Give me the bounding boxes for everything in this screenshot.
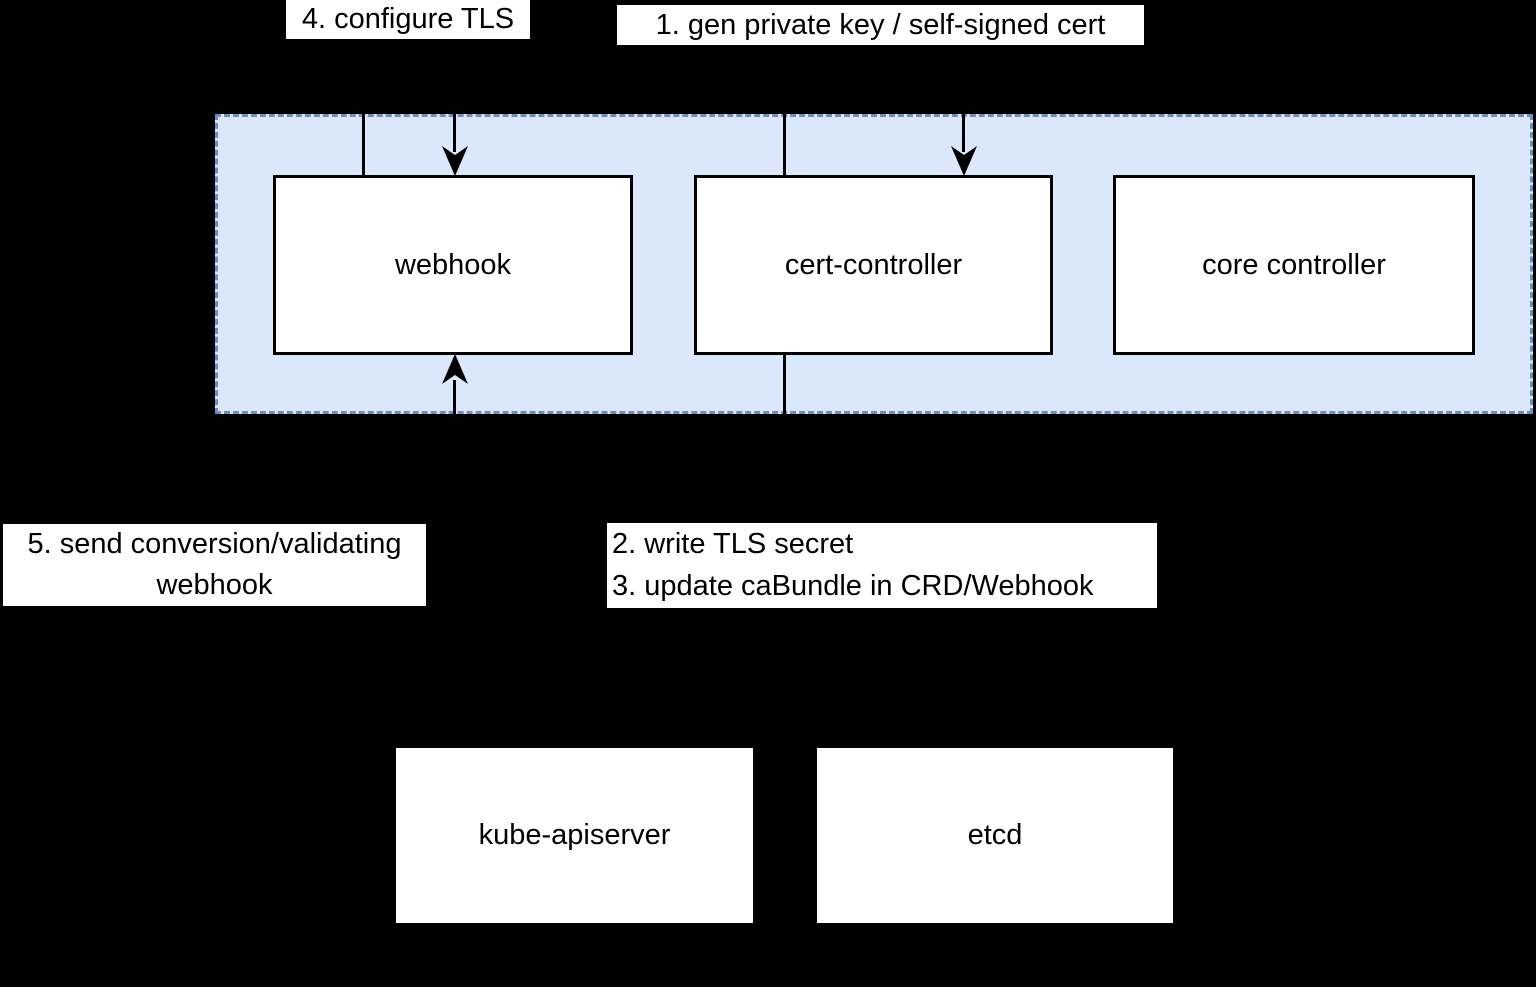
label-step5-line1: 5. send conversion/validating: [27, 528, 402, 560]
label-steps23-write-secret-cabundle: 2. write TLS secret 3. update caBundle i…: [607, 523, 1157, 608]
label-step5-line2: webhook: [156, 569, 273, 601]
edge-step1-to-cert-controller-line: [962, 112, 965, 152]
label-step4-configure-tls: 4. configure TLS: [286, 0, 530, 39]
edge-step4-to-webhook-line: [453, 112, 456, 152]
arrowhead-down-into-webhook-icon: [442, 146, 468, 176]
node-cert-controller: cert-controller: [694, 175, 1053, 355]
arrowhead-up-into-webhook-icon: [442, 354, 468, 384]
node-etcd: etcd: [817, 748, 1173, 923]
label-step1-gen-key-cert: 1. gen private key / self-signed cert: [617, 5, 1144, 45]
edge-kube-apiserver-to-webhook-line: [453, 380, 456, 415]
node-core-controller: core controller: [1113, 175, 1475, 355]
label-step2-line: 2. write TLS secret: [612, 528, 854, 560]
edge-cert-controller-to-apiserver-line: [783, 353, 786, 415]
node-kube-apiserver-label: kube-apiserver: [478, 819, 671, 852]
edge-cert-controller-to-step1-line: [783, 112, 786, 176]
node-kube-apiserver: kube-apiserver: [396, 748, 753, 923]
node-cert-controller-label: cert-controller: [784, 248, 963, 281]
label-step5-send-webhook: 5. send conversion/validating webhook: [3, 524, 426, 606]
node-webhook: webhook: [273, 175, 633, 355]
node-etcd-label: etcd: [967, 819, 1023, 852]
edge-webhook-to-step4-line: [362, 112, 365, 176]
node-webhook-label: webhook: [394, 248, 512, 281]
arrowhead-down-into-cert-controller-icon: [951, 146, 977, 176]
node-core-controller-label: core controller: [1202, 248, 1386, 281]
label-step3-line: 3. update caBundle in CRD/Webhook: [612, 570, 1094, 602]
